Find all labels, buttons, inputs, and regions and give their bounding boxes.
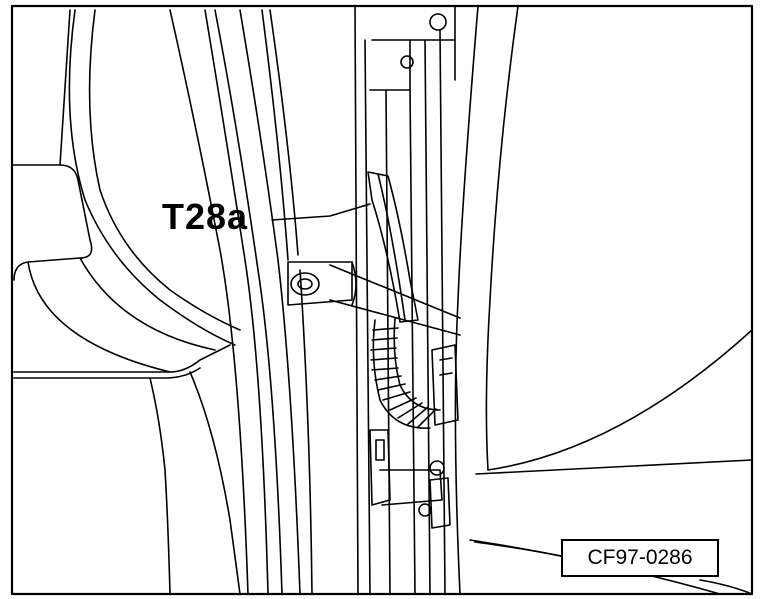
reference-code-box: CF97-0286 bbox=[561, 539, 719, 577]
image-frame bbox=[10, 4, 754, 596]
callout-leader-line bbox=[271, 203, 371, 221]
door-frame bbox=[354, 5, 456, 595]
callout-label: T28a bbox=[162, 196, 249, 237]
connector bbox=[431, 344, 459, 426]
reference-code: CF97-0286 bbox=[587, 546, 693, 569]
left-body-panel bbox=[11, 9, 241, 595]
lower-hinge bbox=[369, 429, 451, 529]
wiring-harness bbox=[370, 317, 441, 429]
reference-leader-line bbox=[474, 541, 562, 557]
tool-t28a bbox=[367, 171, 419, 323]
door-pillar bbox=[169, 9, 313, 595]
